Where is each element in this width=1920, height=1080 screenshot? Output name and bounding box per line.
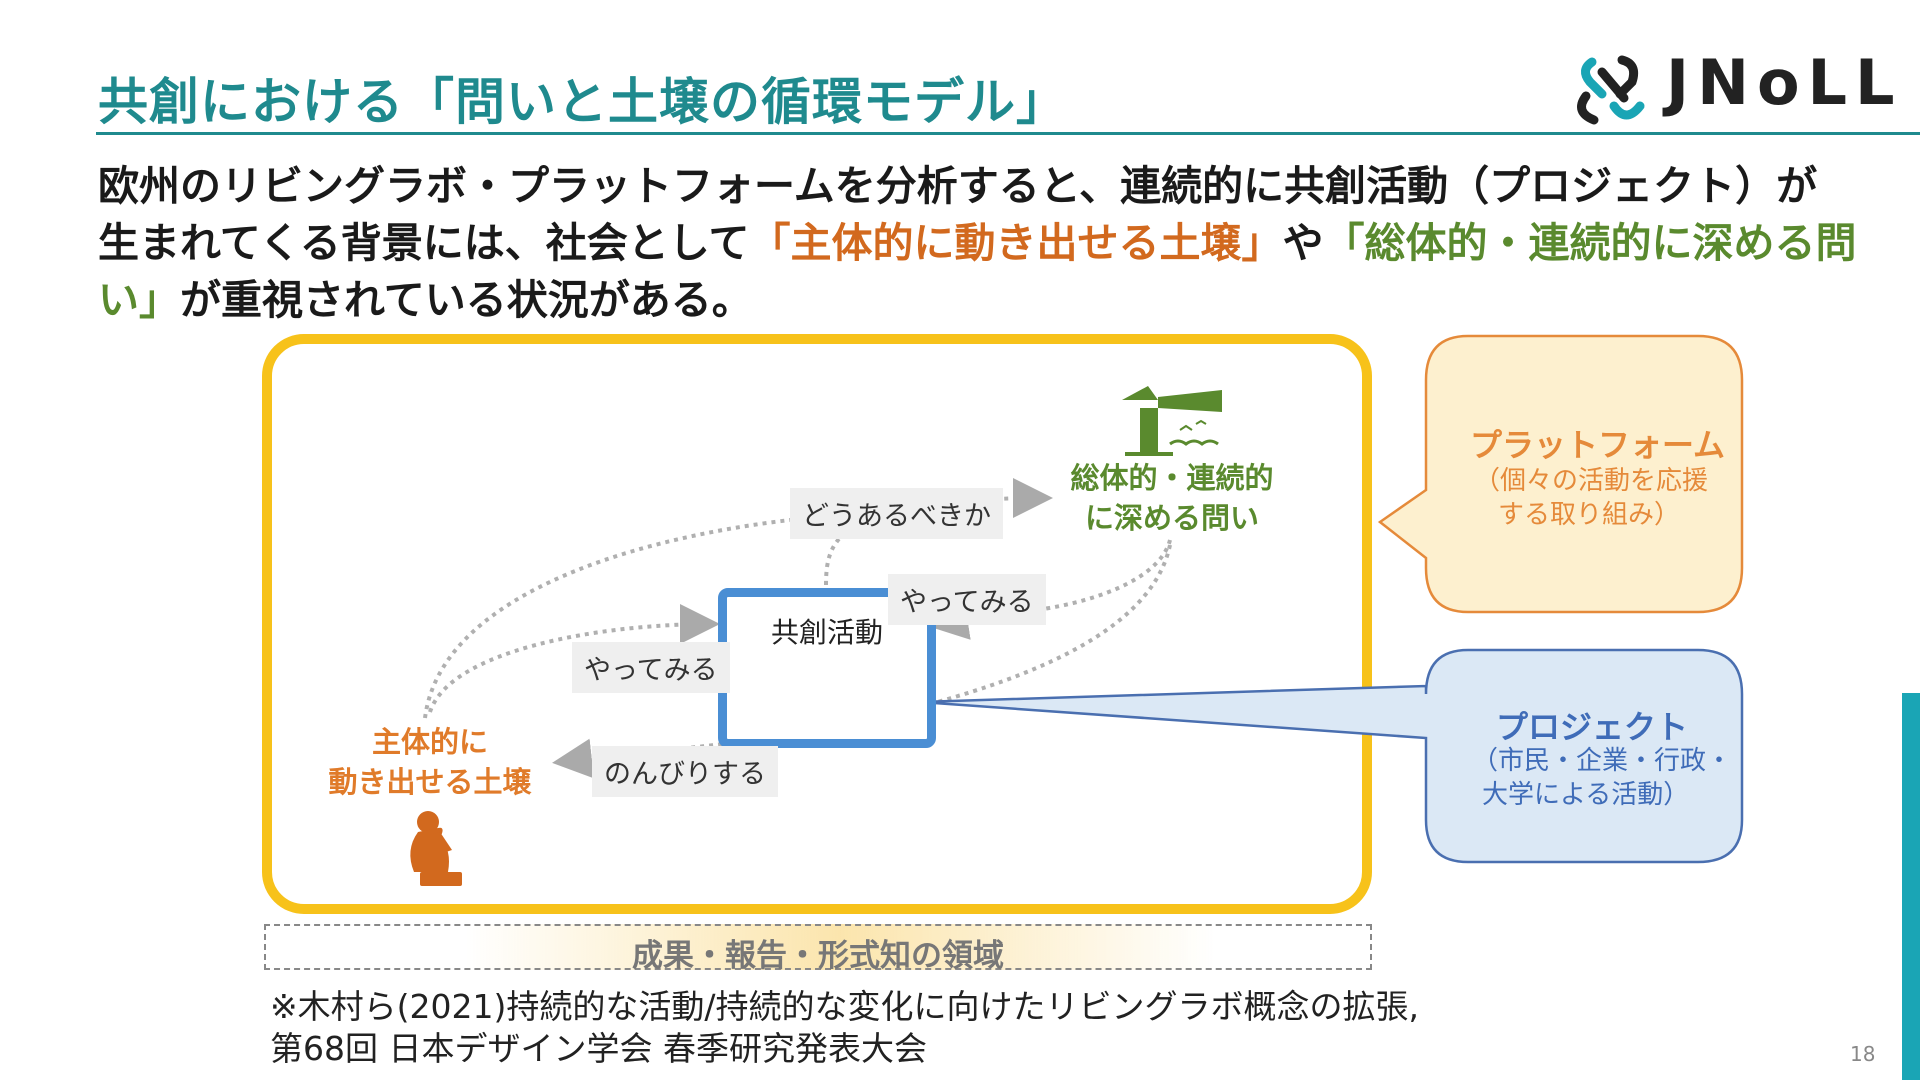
label-try-left: やってみる bbox=[572, 642, 730, 693]
lead-highlight-question: 「総体的・連続的に深める問い」 bbox=[98, 219, 1857, 324]
side-accent-bar bbox=[1902, 693, 1920, 1080]
question-label: 総体的・連続的 に深める問い bbox=[1058, 458, 1286, 538]
cocreation-activity-box: 共創活動 bbox=[718, 588, 936, 748]
arrow-soil-to-center bbox=[428, 604, 720, 713]
label-try-right: やってみる bbox=[888, 574, 1046, 625]
project-title: プロジェクト bbox=[1496, 708, 1689, 746]
lead-text-2: や bbox=[1282, 219, 1324, 267]
project-desc-line2: 大学による活動） bbox=[1482, 780, 1690, 810]
slide-title: 共創における「問いと土壌の循環モデル」 bbox=[98, 73, 1067, 131]
outcome-band-label: 成果・報告・形式知の領域 bbox=[632, 938, 1004, 974]
soil-label-line2: 動き出せる土壌 bbox=[328, 765, 532, 799]
title-divider bbox=[96, 132, 1920, 135]
jnoll-logo: JNoLL bbox=[1562, 42, 1912, 132]
lead-highlight-soil: 「主体的に動き出せる土壌」 bbox=[749, 219, 1283, 267]
project-desc-line1: （市民・企業・行政・ bbox=[1472, 746, 1733, 776]
cocreation-activity-label: 共創活動 bbox=[770, 616, 883, 649]
label-how-should: どうあるべきか bbox=[790, 488, 1003, 539]
question-label-line2: に深める問い bbox=[1084, 501, 1259, 535]
lead-text-3: が重視されている状況がある。 bbox=[180, 276, 753, 324]
lead-paragraph: 欧州のリビングラボ・プラットフォームを分析すると、連続的に共創活動（プロジェクト… bbox=[98, 158, 1858, 329]
logo-text: JNoLL bbox=[1666, 46, 1903, 119]
question-label-line1: 総体的・連続的 bbox=[1070, 461, 1274, 495]
platform-desc-line2: する取り組み） bbox=[1498, 500, 1681, 530]
lighthouse-icon bbox=[1122, 386, 1222, 456]
lead-text-1: 欧州のリビングラボ・プラットフォームを分析すると、連続的に共創活動（プロジェクト… bbox=[98, 162, 1818, 267]
citation-line1: ※木村ら(2021)持続的な活動/持続的な変化に向けたリビングラボ概念の拡張, bbox=[270, 987, 1419, 1026]
label-relax: のんびりする bbox=[592, 746, 778, 797]
chain-link-icon bbox=[1577, 55, 1645, 125]
platform-callout-bubble bbox=[1377, 334, 1744, 614]
project-callout-bubble bbox=[919, 648, 1744, 864]
outcome-band: 成果・報告・形式知の領域 bbox=[264, 924, 1372, 974]
soil-label-line1: 主体的に bbox=[371, 725, 488, 759]
platform-desc-line1: （個々の活動を応援 bbox=[1474, 466, 1709, 496]
thinker-icon bbox=[410, 811, 462, 886]
citation: ※木村ら(2021)持続的な活動/持続的な変化に向けたリビングラボ概念の拡張, … bbox=[270, 986, 1419, 1070]
cocreation-frame bbox=[262, 334, 1372, 914]
citation-line2: 第68回 日本デザイン学会 春季研究発表大会 bbox=[270, 1029, 927, 1068]
platform-title: プラットフォーム bbox=[1470, 426, 1726, 464]
page-number: 18 bbox=[1850, 1042, 1876, 1066]
soil-label: 主体的に 動き出せる土壌 bbox=[318, 722, 542, 802]
